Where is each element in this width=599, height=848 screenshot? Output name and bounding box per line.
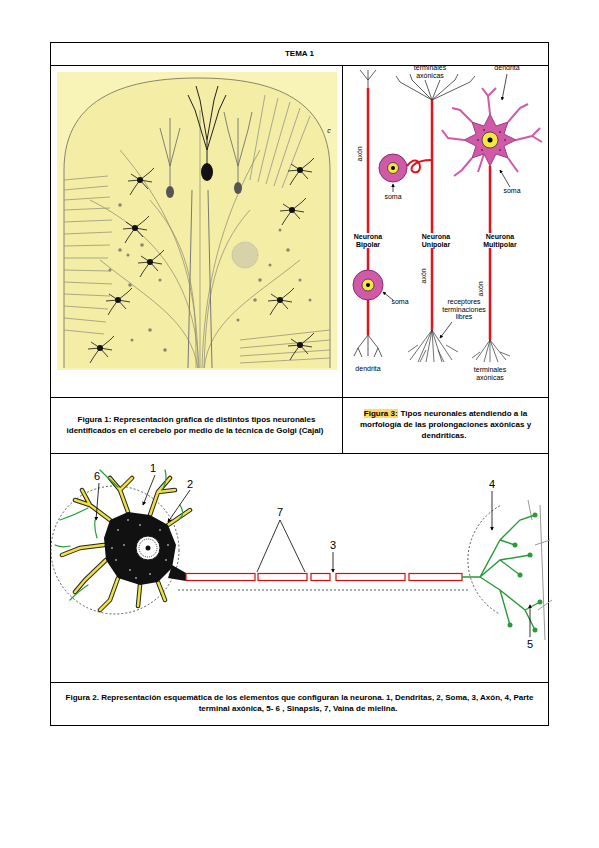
- caption-cell: Figura 2. Representación esquemática de …: [50, 682, 549, 726]
- callout-number: 4: [485, 478, 499, 490]
- caption-cell: Figura 3:Tipos neuronales atendiendo a l…: [342, 397, 549, 454]
- part-label: Neurona Bipolar: [348, 233, 388, 248]
- caption-text: Figura 3:: [364, 409, 398, 418]
- part-label: dendrita: [487, 64, 527, 72]
- table-grid: [50, 43, 549, 726]
- part-label: terminales axónicas: [406, 64, 454, 79]
- caption-text: Figura 2. Representación esquemática de …: [66, 693, 534, 713]
- part-label: axón: [356, 139, 364, 169]
- part-label: Neurona Multipolar: [475, 233, 525, 248]
- caption-text: Figura 1: Representación gráfica de dist…: [59, 415, 334, 437]
- callout-number: 5: [523, 638, 537, 650]
- part-label: receptores terminaciones libres: [437, 298, 491, 321]
- callout-number: 2: [183, 478, 197, 490]
- neuron-types-drawing: [353, 70, 542, 362]
- callout-number: 6: [90, 470, 104, 482]
- caption-cell: Figura 1: Representación gráfica de dist…: [50, 397, 343, 454]
- cerebellum-drawing: [57, 72, 337, 370]
- part-label: c: [324, 127, 334, 135]
- neuron-schematic-drawing: [51, 470, 552, 640]
- caption-text: Figura 2. Representación esquemática de …: [59, 693, 540, 715]
- part-label: axón: [420, 261, 428, 291]
- part-label: dendrita: [348, 365, 388, 373]
- page-title: TEMA 1: [50, 42, 549, 65]
- callout-number: 3: [326, 539, 340, 551]
- caption-text: Figura 1: Representación gráfica de dist…: [67, 415, 324, 435]
- part-label: Neurona Unipolar: [414, 233, 458, 248]
- part-label: soma: [385, 298, 415, 306]
- part-label: soma: [378, 193, 408, 201]
- part-label: soma: [497, 187, 527, 195]
- caption-text: Figura 3:Tipos neuronales atendiendo a l…: [351, 409, 540, 441]
- part-label: terminales axónicas: [465, 366, 515, 381]
- callout-number: 7: [273, 506, 287, 518]
- callout-number: 1: [146, 462, 160, 474]
